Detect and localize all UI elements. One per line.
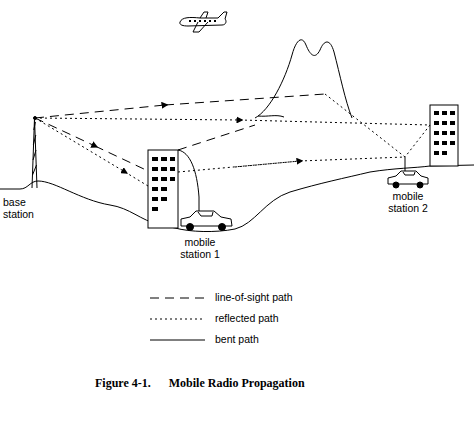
line-of-sight-path <box>165 94 325 105</box>
station-label: mobile station 2 <box>386 190 430 214</box>
legend-text: reflected path <box>215 312 279 324</box>
mountain <box>255 40 352 118</box>
reflected-path <box>240 120 430 125</box>
reflected-path <box>235 161 300 167</box>
airplane <box>180 12 227 32</box>
line-of-sight-path <box>35 105 165 118</box>
propagation-paths <box>35 94 430 197</box>
reflected-path <box>125 172 148 186</box>
line-of-sight-path <box>178 125 255 150</box>
figure-caption: Figure 4-1. Mobile Radio Propagation <box>95 376 305 391</box>
building <box>430 105 458 166</box>
ground-line <box>0 165 474 232</box>
legend-sample <box>150 319 205 320</box>
bent-path <box>178 150 199 197</box>
legend-text: bent path <box>215 333 259 345</box>
reflected-path <box>35 118 125 172</box>
legend-text: line-of-sight path <box>215 291 293 303</box>
tower <box>32 117 37 189</box>
car <box>388 157 428 188</box>
reflected-path <box>325 94 405 157</box>
station-label: mobile station 1 <box>178 236 222 260</box>
reflected-path <box>405 125 430 157</box>
reflected-path <box>300 157 405 161</box>
line-of-sight-path <box>35 118 95 146</box>
reflected-path <box>178 161 300 172</box>
legend-sample <box>150 340 205 341</box>
building <box>148 150 178 228</box>
legend-samples <box>150 298 205 340</box>
car <box>181 197 232 231</box>
legend-sample <box>150 298 205 299</box>
reflected-path <box>35 118 240 120</box>
mountain-ridge <box>258 116 284 117</box>
line-of-sight-path <box>95 146 146 170</box>
station-label: base station <box>3 196 43 220</box>
